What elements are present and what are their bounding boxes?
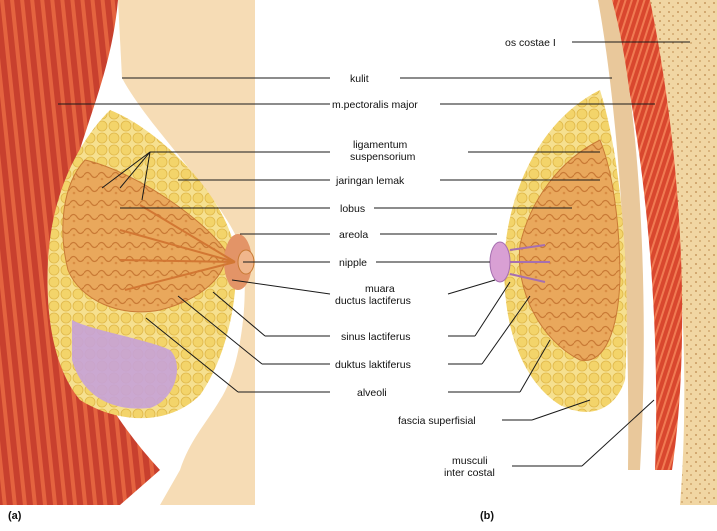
label-ligamentum-2: suspensorium bbox=[350, 151, 416, 163]
label-musculi-2: inter costal bbox=[444, 467, 495, 479]
label-kulit: kulit bbox=[350, 73, 369, 85]
label-alveoli: alveoli bbox=[357, 387, 387, 399]
panel-label-a: (a) bbox=[8, 510, 22, 522]
panel-label-b: (b) bbox=[480, 510, 494, 522]
panel-b-drawing bbox=[490, 0, 717, 505]
label-fascia: fascia superfisial bbox=[398, 415, 476, 427]
label-nipple: nipple bbox=[339, 257, 367, 269]
panel-a-drawing bbox=[0, 0, 255, 505]
label-muara-1: muara bbox=[365, 283, 395, 295]
label-os-costae: os costae I bbox=[505, 37, 556, 49]
label-areola: areola bbox=[339, 229, 368, 241]
label-sinus: sinus lactiferus bbox=[341, 331, 410, 343]
label-lobus: lobus bbox=[340, 203, 365, 215]
label-musculi-1: musculi bbox=[452, 455, 488, 467]
label-ligamentum-1: ligamentum bbox=[353, 139, 408, 151]
nipple-b-shape bbox=[490, 242, 510, 282]
label-jaringan-lemak: jaringan lemak bbox=[335, 175, 405, 187]
label-pectoralis: m.pectoralis major bbox=[332, 99, 418, 111]
label-duktus: duktus laktiferus bbox=[335, 359, 411, 371]
panel-label-group: (a) (b) bbox=[8, 510, 494, 522]
label-muara-2: ductus lactiferus bbox=[335, 295, 411, 307]
